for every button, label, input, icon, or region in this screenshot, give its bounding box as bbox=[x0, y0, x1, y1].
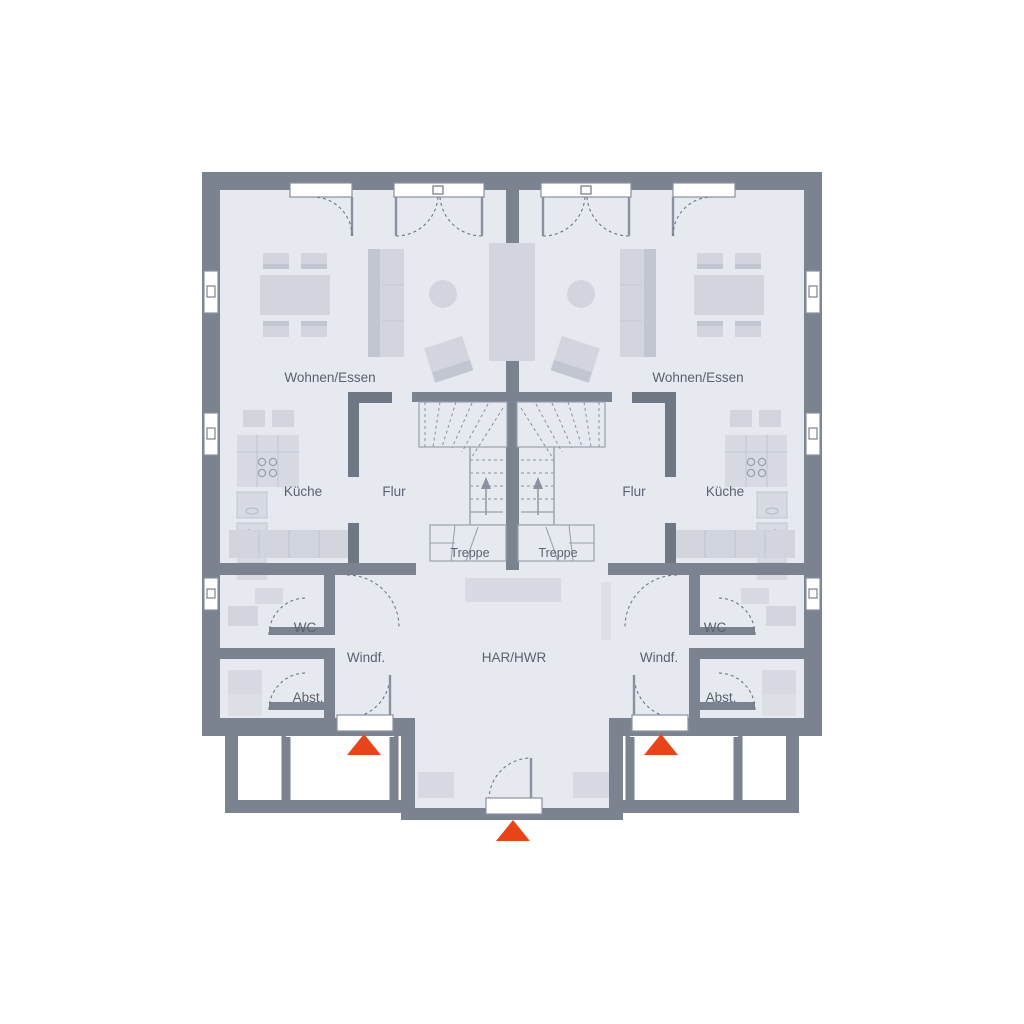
room-label-kueche-left: Küche bbox=[284, 484, 322, 499]
wc-toilet-right bbox=[766, 606, 796, 626]
room-label-abst-left: Abst. bbox=[293, 690, 324, 705]
sofa-left bbox=[368, 249, 404, 357]
room-label-flur-left: Flur bbox=[382, 484, 406, 499]
wc-counter-right bbox=[741, 588, 769, 604]
furniture-right-unit bbox=[503, 243, 795, 581]
abst-shelf-right bbox=[762, 670, 796, 694]
coffee-table-right bbox=[567, 280, 595, 308]
room-label-wc-left: WC bbox=[294, 620, 317, 635]
abst-shelf-left bbox=[228, 670, 262, 694]
har-cabinet-right bbox=[573, 772, 609, 798]
room-label-flur-right: Flur bbox=[622, 484, 646, 499]
armchair-right bbox=[550, 336, 600, 383]
armchair-left bbox=[424, 336, 474, 383]
top-wall-openings bbox=[289, 182, 736, 237]
entry-marker-center bbox=[496, 820, 530, 841]
wc-toilet-left bbox=[228, 606, 258, 626]
kitchen-base-right bbox=[669, 530, 795, 558]
room-label-wohnen-essen-right: Wohnen/Essen bbox=[652, 370, 743, 385]
room-label-windfang-left: Windf. bbox=[347, 650, 385, 665]
front-door-thresholds bbox=[336, 714, 689, 815]
interior-door-leaves bbox=[388, 675, 636, 800]
room-label-kueche-right: Küche bbox=[706, 484, 744, 499]
entry-marker-left bbox=[347, 734, 381, 755]
wc-counter-left bbox=[255, 588, 283, 604]
staircase-left bbox=[412, 392, 508, 562]
har-shelf bbox=[465, 578, 561, 602]
har-hwr-fixtures bbox=[418, 578, 611, 798]
room-label-treppe-left: Treppe bbox=[450, 546, 489, 560]
room-label-wc-right: WC bbox=[704, 620, 727, 635]
interior-wall-stubs bbox=[348, 392, 676, 568]
har-cabinet-left bbox=[418, 772, 454, 798]
room-label-treppe-right: Treppe bbox=[538, 546, 577, 560]
entry-marker-right bbox=[644, 734, 678, 755]
sofa-right bbox=[620, 249, 656, 357]
bottom-partitions bbox=[220, 563, 804, 718]
bathroom-fixtures-right bbox=[741, 588, 796, 716]
room-label-wohnen-essen-left: Wohnen/Essen bbox=[284, 370, 375, 385]
bathroom-fixtures-left bbox=[228, 588, 283, 716]
room-label-har-hwr: HAR/HWR bbox=[482, 650, 547, 665]
side-wall-windows bbox=[203, 270, 821, 611]
staircase-right bbox=[516, 392, 612, 562]
room-label-windfang-right: Windf. bbox=[640, 650, 678, 665]
room-labels: Wohnen/Essen Wohnen/Essen Küche Küche Fl… bbox=[284, 370, 744, 705]
entry-markers bbox=[347, 734, 678, 841]
media-unit-right bbox=[503, 243, 535, 361]
kitchen-base-left bbox=[229, 530, 355, 558]
coffee-table-left bbox=[429, 280, 457, 308]
room-label-abst-right: Abst. bbox=[706, 690, 737, 705]
